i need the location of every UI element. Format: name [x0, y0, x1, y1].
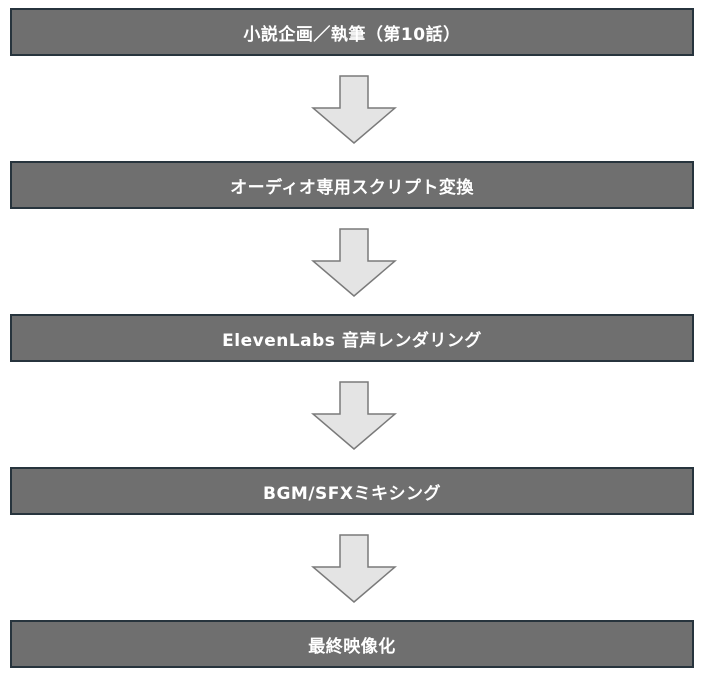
step-novel-planning-writing: 小説企画／執筆（第10話） — [10, 8, 694, 56]
step-final-video-production: 最終映像化 — [10, 620, 694, 668]
down-arrow-icon — [311, 228, 397, 297]
step-elevenlabs-voice-rendering: ElevenLabs 音声レンダリング — [10, 314, 694, 362]
step-label: オーディオ専用スクリプト変換 — [230, 177, 474, 198]
step-bgm-sfx-mixing: BGM/SFXミキシング — [10, 467, 694, 515]
step-label: ElevenLabs 音声レンダリング — [222, 330, 482, 351]
down-arrow-icon — [311, 534, 397, 603]
step-label: 小説企画／執筆（第10話） — [243, 24, 461, 45]
down-arrow-icon — [311, 381, 397, 450]
down-arrow-icon — [311, 75, 397, 144]
step-audio-script-conversion: オーディオ専用スクリプト変換 — [10, 161, 694, 209]
step-label: 最終映像化 — [308, 636, 396, 657]
step-label: BGM/SFXミキシング — [262, 483, 441, 504]
